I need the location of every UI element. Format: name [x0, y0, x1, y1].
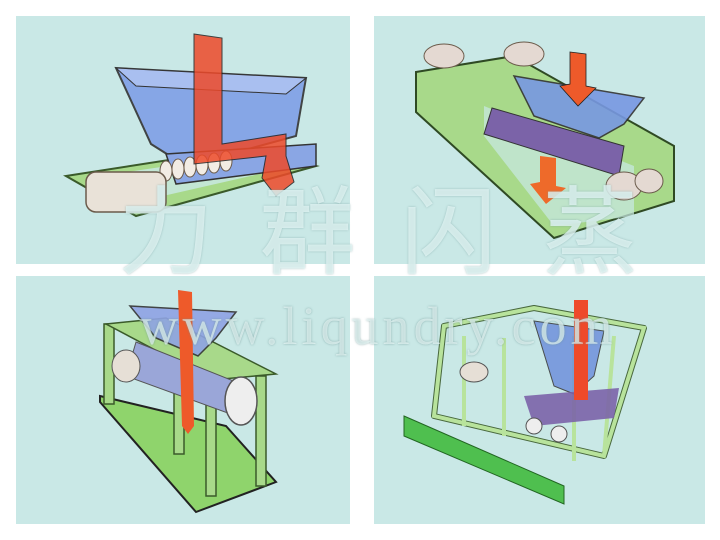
panel-elevated-screw-feeder — [16, 276, 350, 524]
watermark-char: 闪 — [400, 177, 497, 289]
panel-rail-frame-feeder — [374, 276, 705, 524]
watermark-char: 力 — [118, 177, 214, 289]
elevated-screw-feeder-illustration — [99, 290, 279, 514]
belt-agitator-feeder-illustration — [415, 41, 675, 240]
rail-frame-feeder-illustration — [403, 300, 647, 505]
watermark-url: www.liqundry.com — [139, 296, 617, 356]
watermark-chinese: 力 群 闪 蒸 — [118, 178, 638, 288]
screw-feeder-illustration — [63, 33, 320, 218]
panel-screw-feeder — [16, 16, 350, 264]
panel-belt-agitator-feeder — [374, 16, 705, 264]
watermark-char: 蒸 — [541, 177, 638, 289]
watermark-char: 群 — [259, 177, 356, 289]
